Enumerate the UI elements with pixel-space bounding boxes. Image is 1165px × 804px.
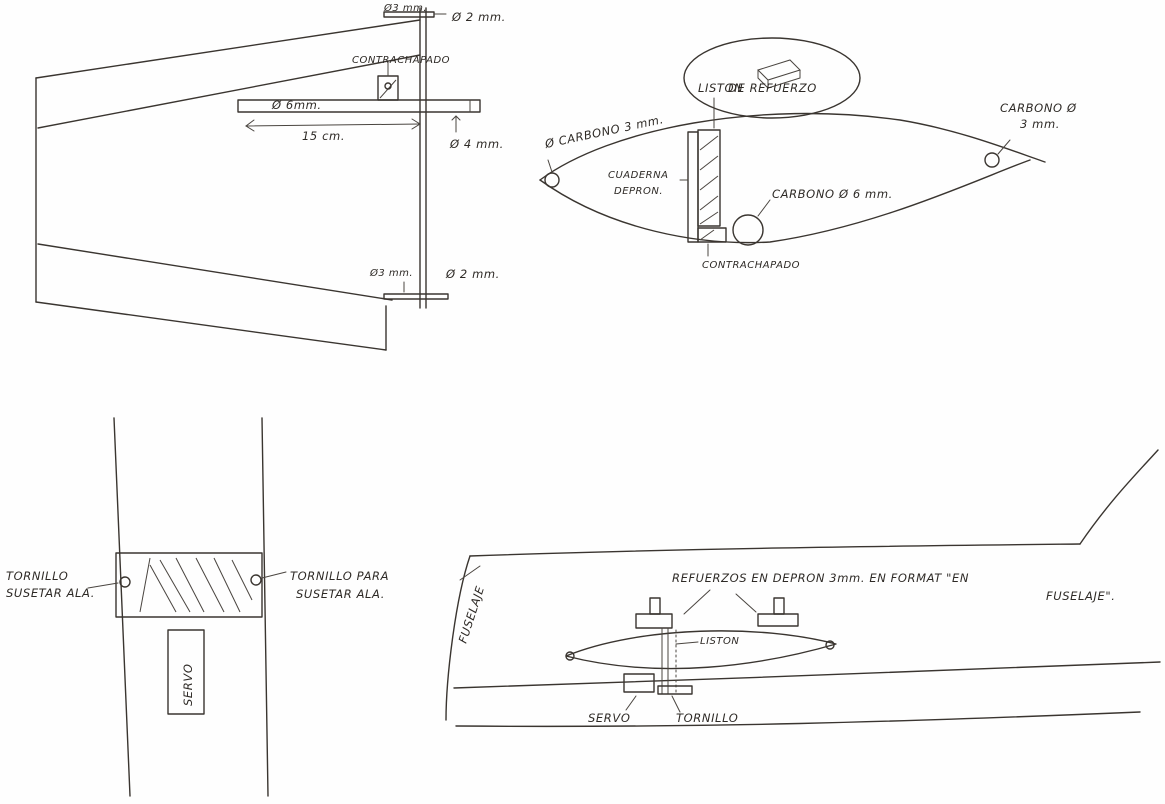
liston-sketch-icon — [757, 59, 801, 90]
fuselage-tornillo-plate — [657, 685, 693, 695]
callout-bubble — [683, 37, 861, 119]
bottom-carbon-pin — [383, 293, 449, 300]
label-carbono-6mm: CARBONO Ø 6 mm. — [772, 187, 893, 201]
center-right-edge — [261, 417, 269, 797]
fuselage-airfoil — [565, 630, 837, 670]
mount-plate — [115, 552, 263, 618]
servo-pointer — [625, 695, 637, 711]
fuselage-nose-line — [445, 555, 471, 721]
fuselage-top-line — [469, 543, 1081, 557]
plywood-plate — [697, 227, 727, 243]
label-d2-bottom: Ø 2 mm. — [445, 267, 500, 281]
label-d4: Ø 4 mm. — [449, 137, 504, 151]
liston-hatching — [699, 135, 719, 225]
airfoil-upper-surface — [539, 112, 1046, 181]
dimension-15cm-line — [245, 123, 421, 127]
label-d3-bottom: Ø3 mm. — [369, 267, 413, 279]
depron-reinforcement-left — [635, 613, 673, 629]
label-tornillo-right: TORNILLO PARA — [290, 569, 389, 583]
liston-pointer — [675, 641, 699, 645]
label-d2-top: Ø 2 mm. — [451, 10, 506, 24]
label-15cm: 15 cm. — [302, 129, 345, 143]
depron-reinforcement-right — [757, 613, 799, 627]
plywood-hole — [384, 82, 392, 90]
label-susetar-left: SUSETAR ALA. — [6, 586, 95, 600]
label-fuselage-tornillo: TORNILLO — [676, 711, 738, 725]
fuselage-servo — [623, 673, 655, 693]
dimension-arrow-left — [245, 119, 255, 132]
label-refuerzos-1: REFUERZOS EN DEPRON 3mm. EN FORMAT "EN — [672, 571, 969, 585]
screw-hole-right — [250, 574, 262, 586]
carbono-6-leader — [757, 199, 771, 217]
label-carbono-right-2: 3 mm. — [1020, 117, 1060, 131]
airfoil-lower-surface — [539, 159, 1031, 244]
center-left-edge — [113, 417, 131, 797]
label-tornillo-left: TORNILLO — [6, 569, 68, 583]
carbono-right-leader — [997, 139, 1011, 155]
label-carbono-right-1: CARBONO Ø — [1000, 101, 1077, 115]
label-rod-6mm: Ø 6mm. — [271, 98, 322, 112]
d4-arrow — [451, 115, 461, 133]
screw-left-leader — [87, 582, 119, 589]
rod-6mm — [237, 99, 481, 113]
refuerzos-arrow-right — [735, 593, 757, 613]
fuselage-nose-mark — [459, 565, 481, 581]
fuselage-liston — [661, 627, 669, 695]
reinforcement-left-top — [649, 597, 661, 615]
label-liston: LISTON — [698, 81, 743, 95]
liston-refuerzo — [697, 129, 721, 227]
fuselage-fin-line — [1079, 449, 1159, 545]
carbono-left-leader — [547, 159, 553, 173]
label-carbono-left: Ø CARBONO 3 mm. — [543, 112, 665, 151]
label-susetar-right: SUSETAR ALA. — [296, 587, 385, 601]
label-cuaderna-1: CUADERNA — [608, 170, 668, 181]
center-section-view: SERVO TORNILLO SUSETAR ALA. TORNILLO PAR… — [6, 417, 389, 797]
wing-leading-edge — [35, 19, 421, 79]
wing-spar-line-top — [37, 54, 421, 129]
plywood-plate-hatch — [699, 229, 715, 241]
fuselage-wing-line — [453, 661, 1161, 689]
wing-trailing-edge — [35, 301, 387, 351]
servo-box — [167, 629, 205, 715]
tornillo-pointer — [671, 695, 681, 713]
wing-plan-view: Ø3 mm. Ø 2 mm. CONTRACHAPADO Ø 6mm. 15 c… — [35, 2, 506, 351]
screw-right-leader — [261, 571, 287, 579]
reinforcement-right-top — [773, 597, 785, 615]
label-contrachapado-bottom: CONTRACHAPADO — [702, 260, 800, 271]
dimension-arrow-right — [411, 118, 421, 130]
label-fuselage-liston: LISTON — [700, 636, 739, 647]
airfoil-section: LISTON DE REFUERZO Ø CARBONO 3 mm. CARBO… — [539, 37, 1077, 271]
refuerzos-arrow-left — [683, 589, 711, 615]
cuaderna-depron — [687, 131, 699, 243]
label-refuerzos-2: FUSELAJE". — [1046, 589, 1115, 603]
mount-plate-hatching — [139, 557, 253, 613]
fuselage-bottom-line — [455, 711, 1141, 728]
carbon-rod-3mm-left — [544, 172, 560, 188]
label-cuaderna-2: DEPRON. — [614, 186, 663, 197]
label-servo-vertical: SERVO — [181, 664, 195, 706]
label-d3-top: Ø3 mm. — [383, 2, 427, 14]
fuselage-carbon-left — [565, 651, 575, 661]
screw-hole-left — [119, 576, 131, 588]
label-fuselage-servo: SERVO — [588, 711, 630, 725]
wing-spar-line-bottom — [37, 243, 393, 301]
label-contrachapado-top: CONTRACHAPADO — [352, 55, 450, 66]
carbon-rod-3mm-right — [984, 152, 1000, 168]
carbon-rod-6mm — [732, 214, 764, 246]
fuselage-side-view: FUSELAJE REFUERZOS EN DEPRON 3mm. EN FOR… — [445, 449, 1161, 728]
fuselage-carbon-right — [825, 640, 835, 650]
label-de-refuerzo: DE REFUERZO — [728, 81, 817, 95]
